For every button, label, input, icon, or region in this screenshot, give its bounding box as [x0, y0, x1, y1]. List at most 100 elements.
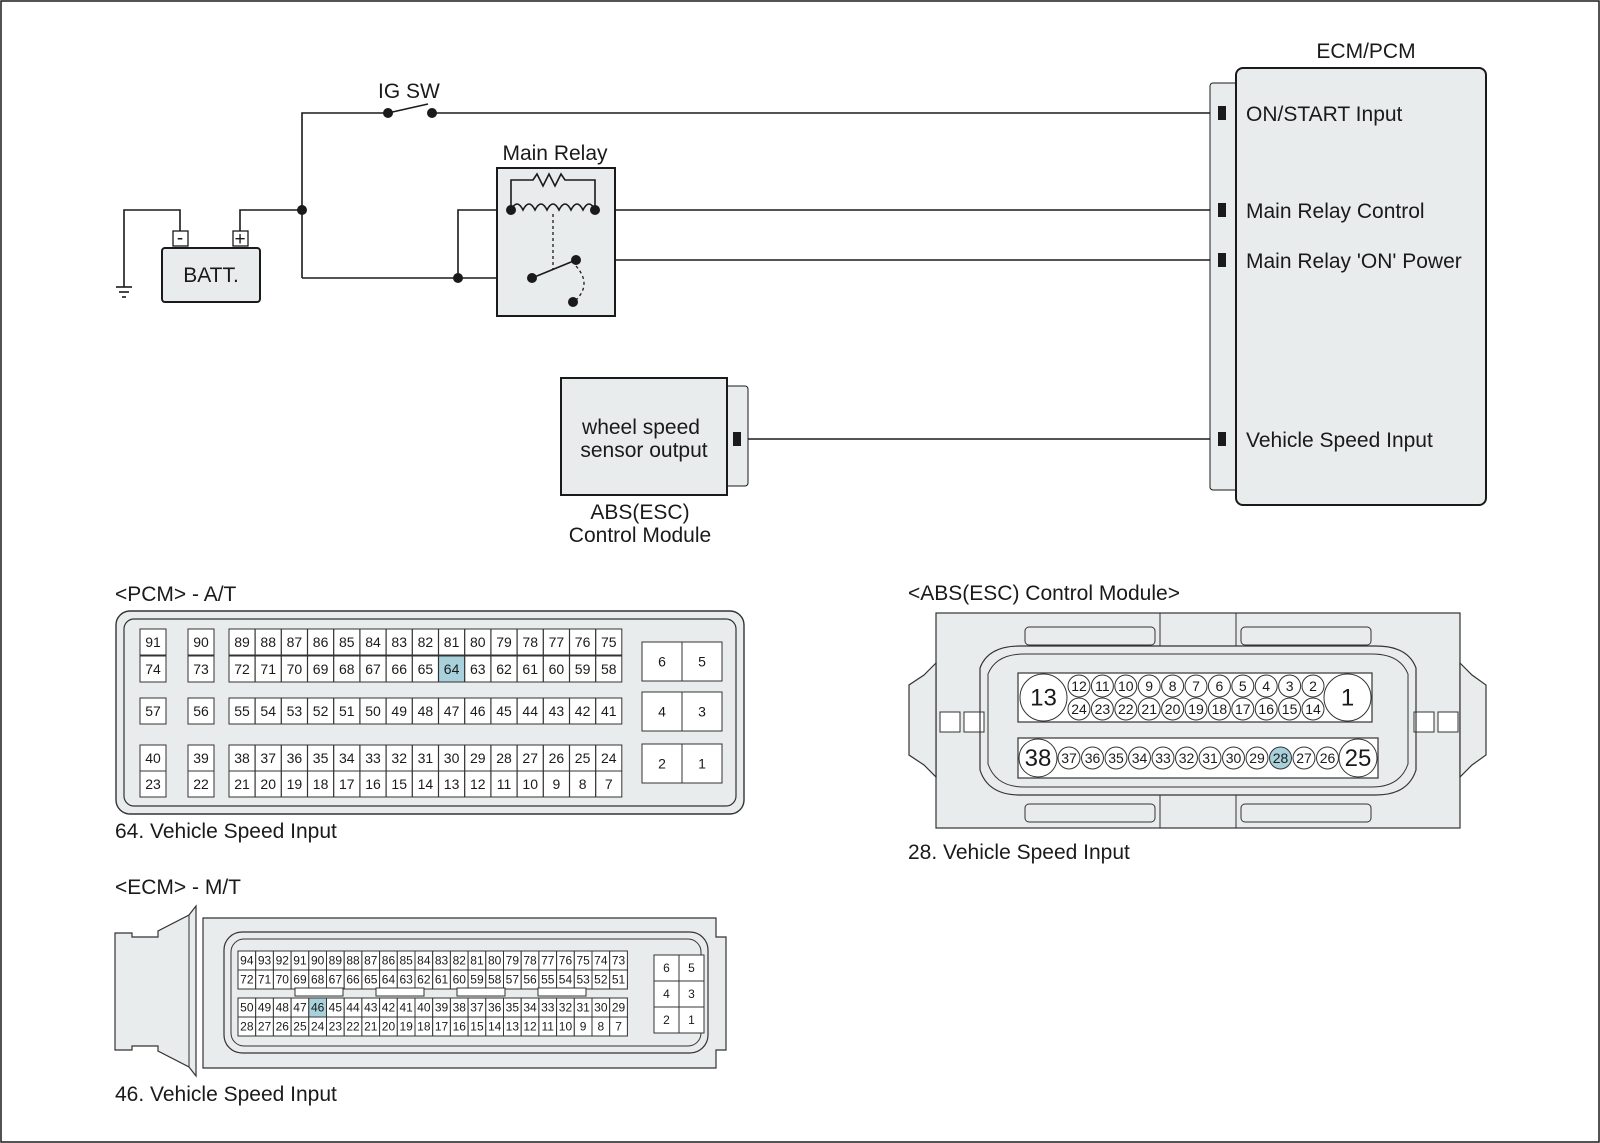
- pcm-pin-91-label: 91: [145, 634, 161, 650]
- abs-pin-24-cell: [1067, 697, 1091, 721]
- abs-pin-24-label: 24: [1071, 701, 1087, 717]
- pcm-pin-28-label: 28: [496, 750, 512, 766]
- abs-pin-16-label: 16: [1258, 701, 1274, 717]
- abs-pin-38-cell: [1018, 738, 1058, 778]
- abs-title: <ABS(ESC) Control Module>: [908, 582, 1180, 605]
- pcm-pin-68-cell: [333, 655, 361, 683]
- ecm-pin-main-relay-control: Main Relay Control: [1246, 200, 1425, 223]
- ecm-pin-91-label: 91: [293, 954, 307, 968]
- pcm-pin-19-label: 19: [287, 776, 303, 792]
- pcm-pin-35-label: 35: [313, 750, 329, 766]
- pcm-pin-77-label: 77: [549, 634, 565, 650]
- abs-pin-30-label: 30: [1226, 750, 1242, 766]
- abs-pin-14-label: 14: [1305, 701, 1321, 717]
- pcm-pin-67-label: 67: [365, 661, 381, 677]
- pcm-pin-82-label: 82: [418, 634, 434, 650]
- abs-pin-15-label: 15: [1282, 701, 1298, 717]
- abs-caption: 28. Vehicle Speed Input: [908, 841, 1130, 864]
- pcm-pin-87-cell: [280, 628, 308, 656]
- pcm-pin-18-cell: [307, 770, 335, 798]
- ecm-pin-83-label: 83: [435, 954, 449, 968]
- ecm-pin-20-label: 20: [382, 1020, 396, 1034]
- ecm-pin-43-label: 43: [364, 1001, 378, 1015]
- pcm-pin-73-label: 73: [193, 661, 209, 677]
- pcm-pin-75-label: 75: [601, 634, 617, 650]
- junction-dots: [297, 108, 463, 283]
- pcm-pin-25-label: 25: [575, 750, 591, 766]
- pcm-pin-76-cell: [569, 628, 597, 656]
- ecm-pin-66-label: 66: [346, 973, 360, 987]
- ecm-pin-71-label: 71: [258, 973, 272, 987]
- pcm-pin-23-label: 23: [145, 776, 161, 792]
- pcm-pin-73-cell: [187, 655, 215, 683]
- pcm-pin-60-cell: [542, 655, 570, 683]
- pcm-pin-62-cell: [490, 655, 518, 683]
- ecm-pin-55-label: 55: [541, 973, 555, 987]
- ecm-pin-78-label: 78: [523, 954, 537, 968]
- pcm-pin-23-cell: [139, 770, 167, 798]
- pcm-pin-56-label: 56: [193, 703, 209, 719]
- pcm-pin-50-label: 50: [365, 703, 381, 719]
- pcm-pin-6-label: 6: [658, 654, 666, 670]
- pcm-pin-60-label: 60: [549, 661, 565, 677]
- ecm-pin-80-label: 80: [488, 954, 502, 968]
- pcm-pin-74-cell: [139, 655, 167, 683]
- ecm-pin-87-label: 87: [364, 954, 378, 968]
- ecm-pin-94-label: 94: [240, 954, 254, 968]
- pcm-pin-4-label: 4: [658, 704, 666, 720]
- ecm-pin-76-label: 76: [559, 954, 573, 968]
- pcm-pin-8-label: 8: [579, 776, 587, 792]
- ecm-pin-36-label: 36: [488, 1001, 502, 1015]
- abs-pin-12-cell: [1067, 674, 1091, 698]
- abs-pin-26-label: 26: [1320, 750, 1336, 766]
- ecm-pin-25-label: 25: [293, 1020, 307, 1034]
- abs-module-label-1: ABS(ESC): [590, 501, 689, 524]
- abs-pin-32-label: 32: [1179, 750, 1195, 766]
- ecm-key-slot-3: [456, 987, 506, 997]
- pcm-pin-72-cell: [228, 655, 256, 683]
- pcm-pin-52-label: 52: [313, 703, 329, 719]
- ecm-pin-49-label: 49: [258, 1001, 272, 1015]
- abs-pin-16-cell: [1254, 697, 1278, 721]
- abs-pin-33-label: 33: [1155, 750, 1171, 766]
- ecm-pin-26-label: 26: [276, 1020, 290, 1034]
- ecm-pin-24-label: 24: [311, 1020, 325, 1034]
- ecm-pin-41-label: 41: [399, 1001, 413, 1015]
- pcm-pin-5-label: 5: [698, 654, 706, 670]
- pcm-pin-74-label: 74: [145, 661, 161, 677]
- abs-pin-13-label: 13: [1030, 685, 1057, 712]
- ecm-pin-81-label: 81: [470, 954, 484, 968]
- abs-pin-23-cell: [1090, 697, 1114, 721]
- ecm-pin-22-label: 22: [346, 1020, 360, 1034]
- pcm-pin-63-label: 63: [470, 661, 486, 677]
- pcm-pin-80-label: 80: [470, 634, 486, 650]
- ecm-pin-47-label: 47: [293, 1001, 307, 1015]
- abs-pin-28-label: 28: [1273, 750, 1289, 766]
- pcm-pin-10-label: 10: [522, 776, 538, 792]
- abs-module-block: wheel speed sensor output ABS(ESC) Contr…: [560, 377, 749, 547]
- pcm-pin-48-cell: [411, 697, 439, 725]
- pcm-pin-71-label: 71: [260, 661, 276, 677]
- ecm-pin-61-label: 61: [435, 973, 449, 987]
- pcm-pin-51-label: 51: [339, 703, 355, 719]
- abs-pin-10-label: 10: [1118, 678, 1134, 694]
- abs-pin-17-label: 17: [1235, 701, 1251, 717]
- pcm-pin-89-cell: [228, 628, 256, 656]
- main-relay-label: Main Relay: [502, 142, 608, 165]
- pcm-pin-27-label: 27: [522, 750, 538, 766]
- wheel-speed-label-1: wheel speed: [581, 416, 700, 439]
- abs-pin-30-cell: [1222, 746, 1245, 770]
- pcm-pin-47-cell: [438, 697, 466, 725]
- abs-pin-31-label: 31: [1202, 750, 1218, 766]
- abs-pin-28-cell: [1269, 746, 1292, 770]
- ecm-pin-18-label: 18: [417, 1020, 431, 1034]
- abs-pin-6-cell: [1207, 674, 1231, 698]
- ecm-caption: 46. Vehicle Speed Input: [115, 1083, 337, 1106]
- ecm-pin-1-label: 1: [688, 1013, 695, 1027]
- pcm-pin-62-label: 62: [496, 661, 512, 677]
- abs-pin-11-label: 11: [1095, 678, 1110, 694]
- ecm-pin-73-label: 73: [612, 954, 626, 968]
- abs-pin-9-label: 9: [1145, 678, 1153, 694]
